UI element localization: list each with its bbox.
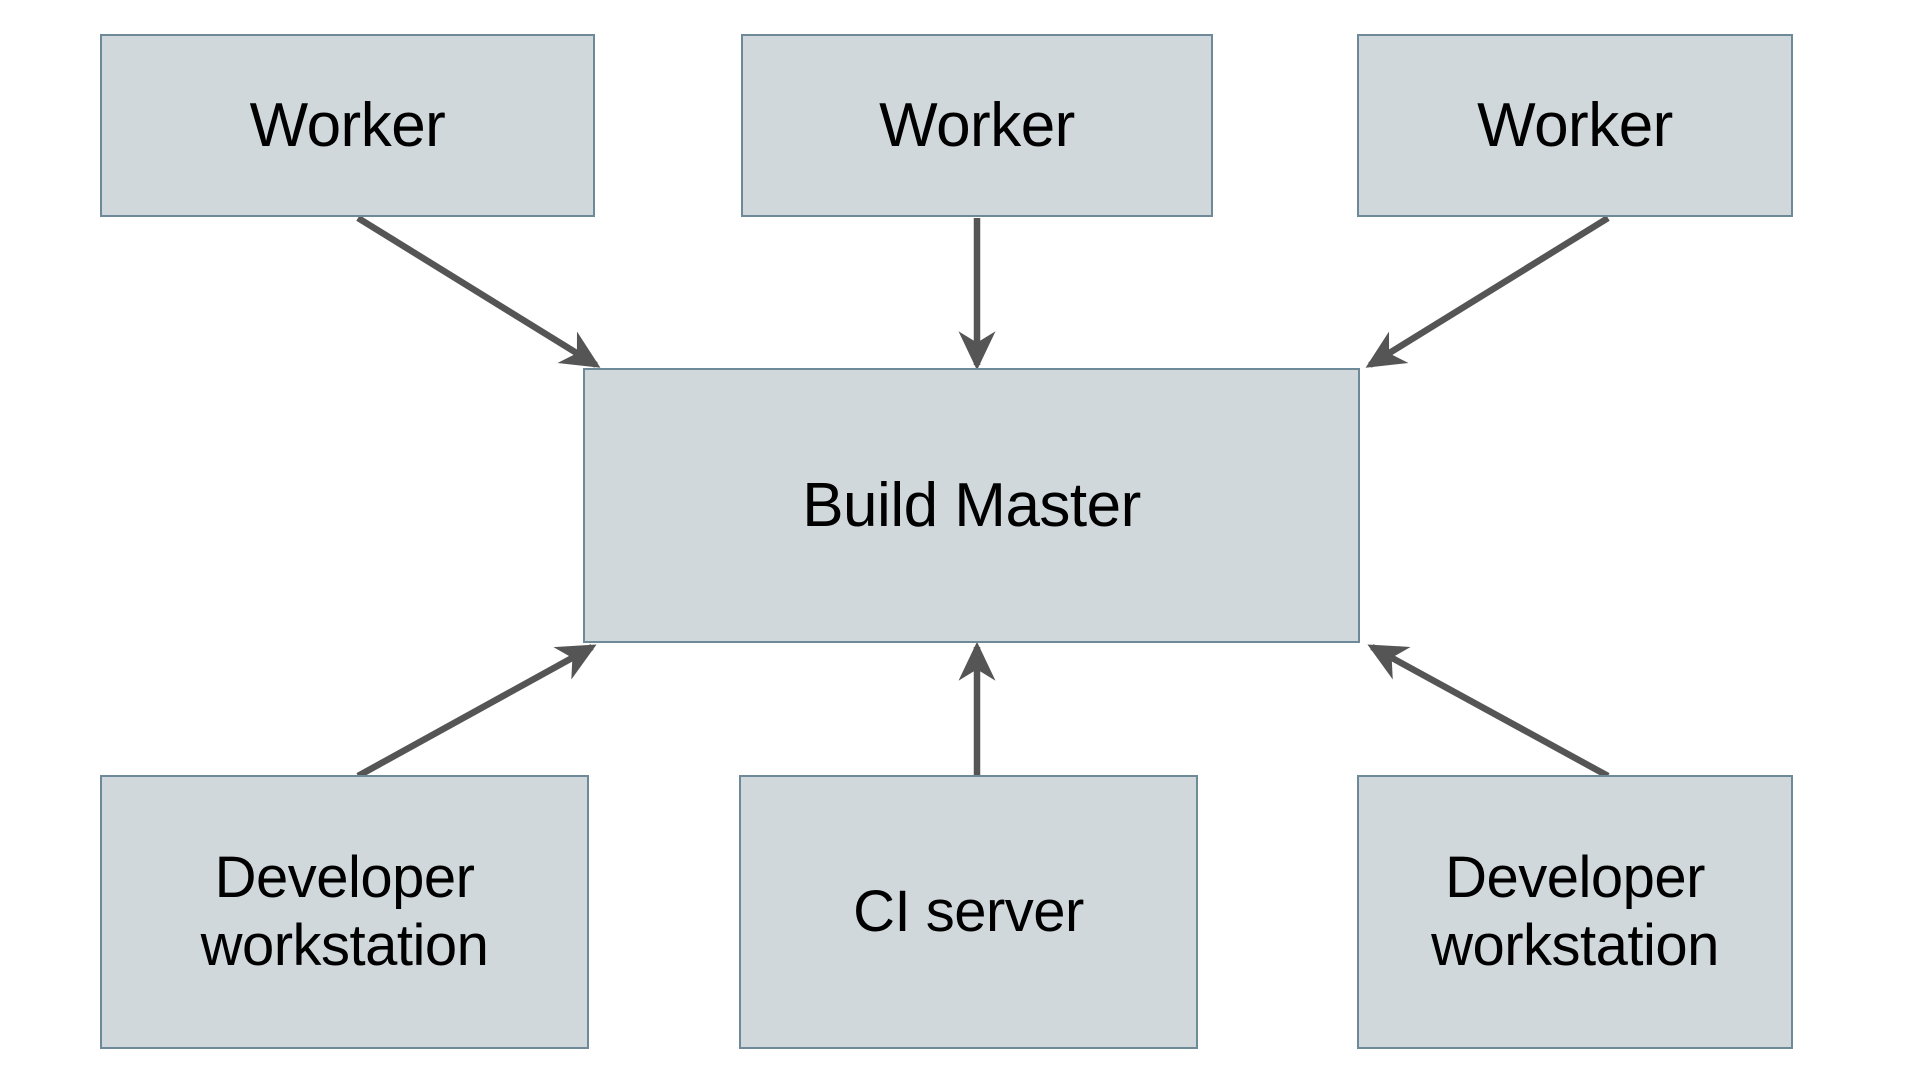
node-worker-1[interactable]: Worker (100, 34, 595, 217)
node-label-build-master: Build Master (802, 470, 1141, 540)
edge-edge-devright-to-master (1367, 644, 1610, 779)
edge-edge-worker1-to-master (356, 215, 601, 368)
node-label-worker-2: Worker (879, 90, 1075, 160)
node-label-ci-server: CI server (853, 878, 1084, 944)
node-label-dev-workstation-right: Developer workstation (1431, 844, 1719, 978)
node-worker-3[interactable]: Worker (1357, 34, 1793, 217)
edge-edge-devleft-to-master (356, 644, 597, 779)
node-build-master[interactable]: Build Master (583, 368, 1360, 643)
node-label-worker-3: Worker (1477, 90, 1673, 160)
node-worker-2[interactable]: Worker (741, 34, 1213, 217)
edge-edge-worker3-to-master (1365, 215, 1610, 368)
node-label-worker-1: Worker (249, 90, 446, 160)
node-dev-workstation-left[interactable]: Developer workstation (100, 775, 589, 1049)
node-label-dev-workstation-left: Developer workstation (200, 844, 489, 978)
node-ci-server[interactable]: CI server (739, 775, 1198, 1049)
node-dev-workstation-right[interactable]: Developer workstation (1357, 775, 1793, 1049)
